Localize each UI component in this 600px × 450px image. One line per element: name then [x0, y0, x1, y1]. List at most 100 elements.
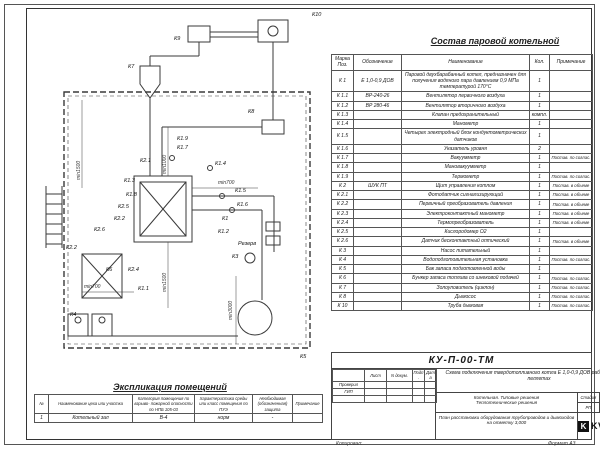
- empty-cell: [424, 387, 437, 396]
- table-cell: Клапан предохранительный: [401, 109, 530, 121]
- table-cell: К 7: [331, 282, 354, 293]
- table-cell: [549, 100, 593, 111]
- equipment-label: К9: [174, 36, 181, 42]
- table-cell: Постав. по соглас.: [549, 152, 593, 164]
- table-cell: 1: [529, 128, 550, 145]
- table-cell: К 6: [331, 273, 354, 284]
- copied-label: Копировал:: [336, 441, 363, 447]
- col-sheet: Лист: [364, 369, 387, 382]
- table-cell: Кислородомер О2: [401, 226, 530, 238]
- plan-schematic: [45, 19, 311, 349]
- table-cell: К 1: [331, 69, 354, 93]
- table-cell: К 2.5: [331, 226, 354, 238]
- table-cell: [353, 217, 402, 229]
- table-cell: [353, 282, 402, 293]
- empty-cell: [424, 380, 437, 389]
- table-cell: Щит управления котлом: [401, 180, 530, 192]
- table-cell: 1: [529, 69, 550, 93]
- table-cell: Постав. в объеме: [549, 236, 593, 247]
- table-cell: Манометр: [401, 118, 530, 130]
- table-cell: [549, 245, 593, 256]
- table-cell: [353, 245, 402, 256]
- table-cell: К 2.3: [331, 208, 354, 219]
- table-cell: Бункер запаса топлива со шнековой подаче…: [401, 273, 530, 284]
- table-cell: [353, 162, 402, 173]
- equipment-label: К4: [70, 312, 77, 318]
- table-cell: К 1.3: [331, 109, 354, 121]
- table-cell: [549, 128, 593, 145]
- signature-grid: Лист N докум. Подп. Дата Проверил ГИП: [332, 369, 437, 439]
- empty-cell: [364, 394, 387, 403]
- scheme-title: Схема подключения твердотопливного котла…: [436, 369, 600, 393]
- table-cell: Фотодатчик сигнализирующий: [401, 189, 530, 201]
- table-cell: [353, 208, 402, 219]
- fuel-bunker-symbol: [81, 253, 123, 299]
- col-mark: Марка Поз.: [331, 54, 354, 71]
- table-cell: [353, 118, 402, 130]
- table-cell: К 2.1: [331, 189, 354, 201]
- table-cell: Постав. в объеме: [549, 208, 593, 219]
- col-date: Дата: [424, 369, 437, 382]
- equipment-label: К2.5: [118, 204, 129, 210]
- table-cell: К 1.6: [331, 143, 354, 155]
- table-cell: Постав. по соглас.: [549, 291, 593, 303]
- col-note: Примечание: [549, 54, 593, 71]
- dimension-label: min700: [218, 180, 235, 186]
- table-cell: К 2: [331, 180, 354, 192]
- table-cell: Вакуумметр: [401, 152, 530, 164]
- table-cell: Постав. в объеме: [549, 217, 593, 229]
- table-cell: Дымосос: [401, 291, 530, 303]
- table-cell: К 1.8: [331, 162, 354, 173]
- table-cell: Постав. по соглас.: [549, 282, 593, 293]
- table-cell: К 8: [331, 291, 354, 303]
- cyclone-symbol: [139, 65, 161, 99]
- table-cell: [549, 109, 593, 121]
- stage-value: РП: [578, 403, 600, 412]
- sheet-title: План расстановки оборудования трубопрово…: [436, 413, 578, 439]
- table-cell: [353, 109, 402, 121]
- table-cell: [549, 263, 593, 275]
- table-cell: 1: [34, 412, 49, 424]
- table-cell: Е 1,0-0,9 ДОВ: [353, 69, 402, 93]
- table-cell: [353, 300, 402, 312]
- explication-table: № Наименование цеха или участка Категори…: [34, 394, 323, 424]
- table-cell: [353, 236, 402, 247]
- empty-cell: [386, 387, 413, 396]
- table-cell: Мановакуумметр: [401, 162, 530, 173]
- table-cell: 1: [529, 162, 550, 173]
- table-cell: [353, 152, 402, 164]
- stage-grid: Стадия Лист Листов РП: [578, 393, 600, 412]
- table-cell: ШУК ПТ: [353, 180, 402, 192]
- col-num: №: [34, 394, 49, 414]
- table-cell: ВР-240-26: [353, 91, 402, 102]
- table-cell: Труба дымовая: [401, 300, 530, 312]
- table-cell: [353, 143, 402, 155]
- table-cell: [353, 199, 402, 210]
- table-cell: 1: [529, 171, 550, 182]
- table-cell: [353, 291, 402, 303]
- water-tank-symbol: [237, 300, 273, 336]
- table-cell: К 1.1: [331, 91, 354, 102]
- equipment-label: К1.7: [177, 145, 188, 151]
- table-cell: Котельный зал: [48, 412, 133, 424]
- dimension-label: min1500: [76, 160, 82, 180]
- table-cell: 1: [529, 91, 550, 102]
- table-cell: Термометр: [401, 171, 530, 182]
- empty-cell: [412, 394, 425, 403]
- table-cell: 1: [529, 180, 550, 192]
- equipment-label: К1: [222, 216, 229, 222]
- table-cell: 1: [529, 199, 550, 210]
- empty-cell: [332, 394, 365, 403]
- table-cell: [353, 263, 402, 275]
- table-cell: 1: [529, 245, 550, 256]
- table-cell: Водоподготовительная установка: [401, 254, 530, 266]
- col-qty: Кол.: [529, 54, 550, 71]
